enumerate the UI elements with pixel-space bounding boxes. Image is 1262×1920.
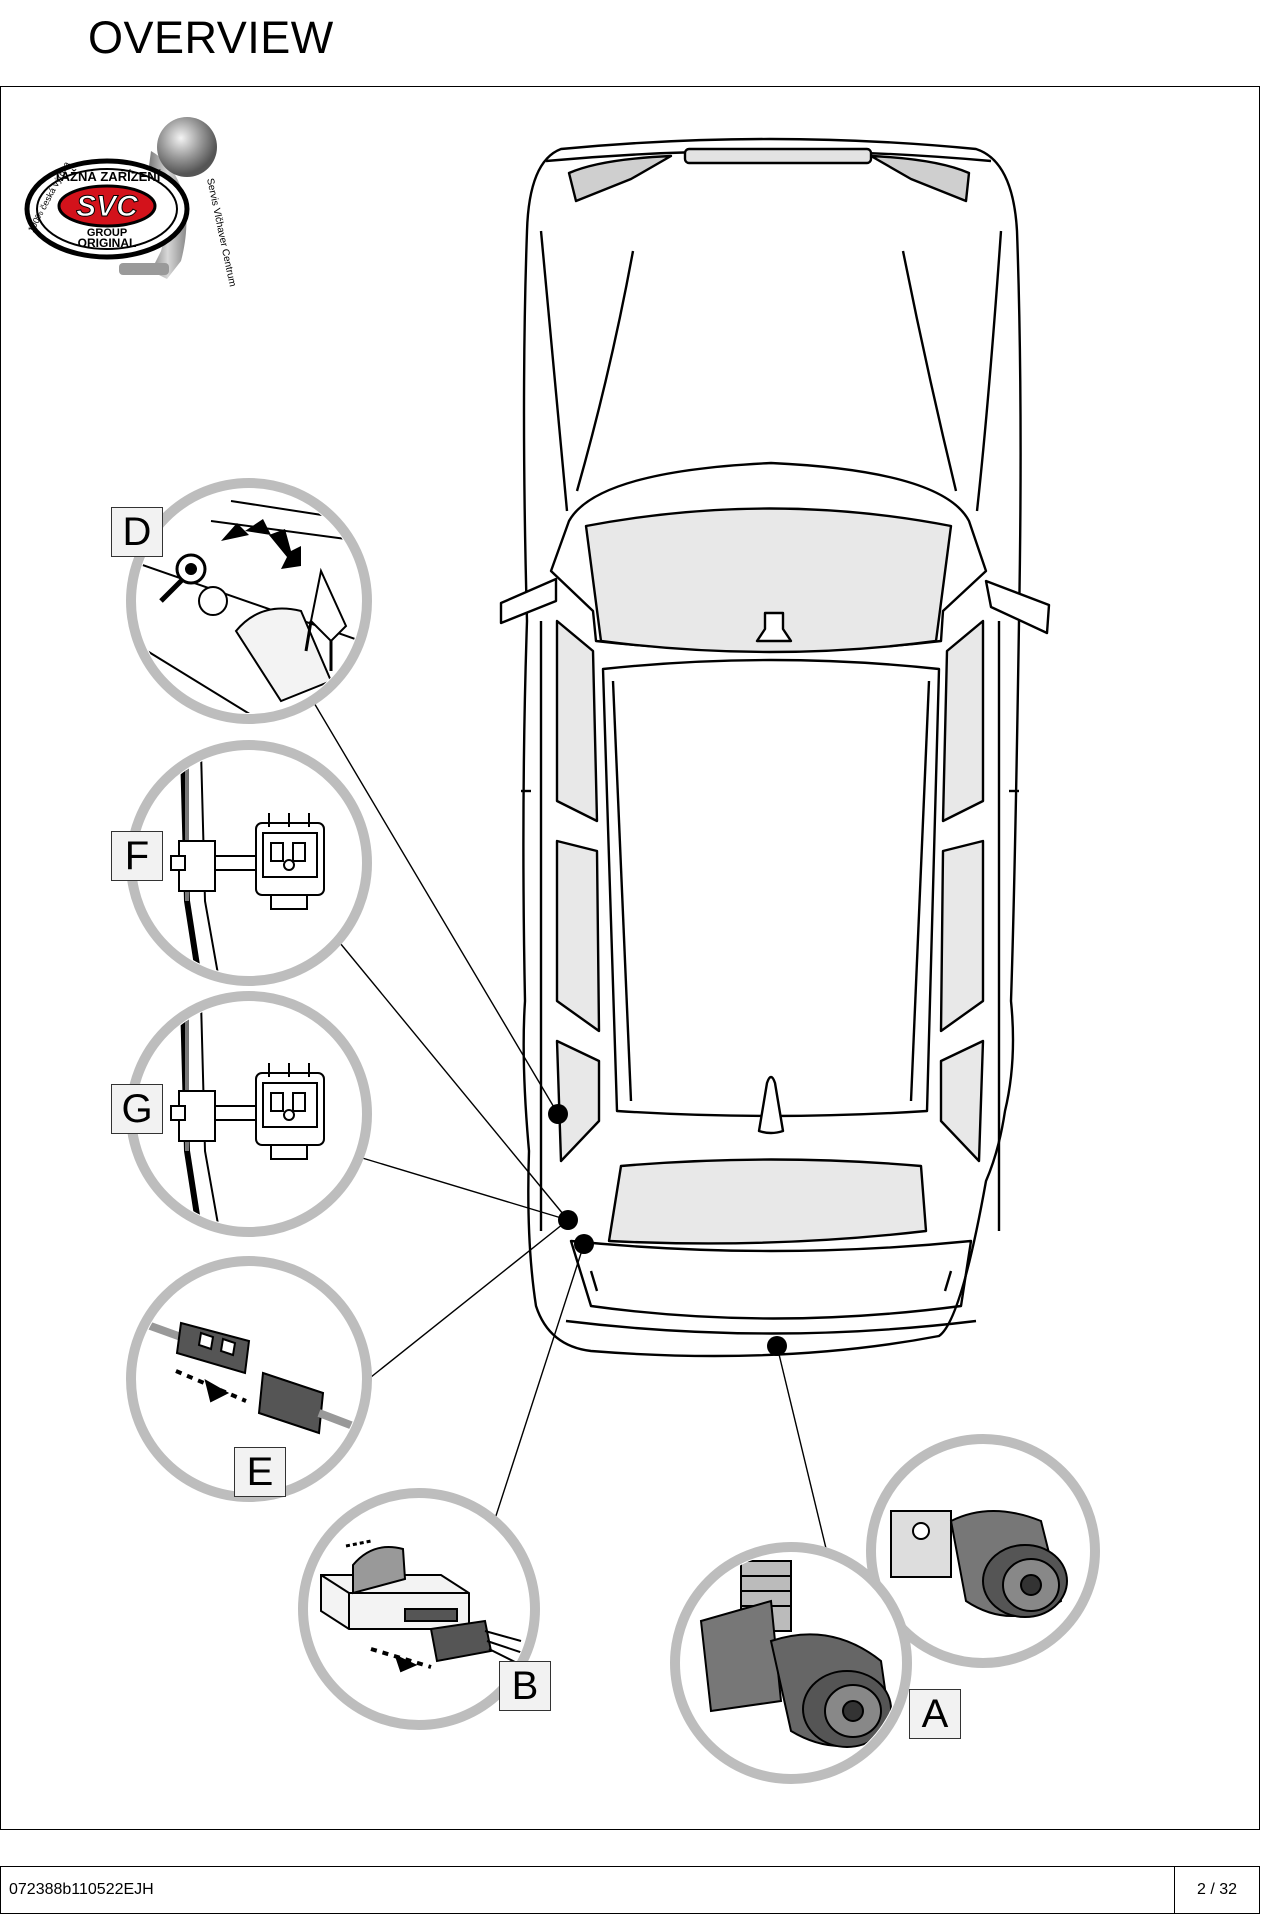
logo-original: ORIGINAL (78, 236, 137, 250)
label-F: F (111, 831, 163, 881)
page-title: OVERVIEW (88, 12, 334, 63)
logo-top-text: TAŽNÁ ZAŘÍZENÍ (54, 169, 161, 184)
detail-F-connector (126, 740, 372, 986)
leader-lines (306, 690, 832, 1570)
label-A: A (909, 1689, 961, 1739)
label-D: D (111, 507, 163, 557)
diagram-frame: SVC TAŽNÁ ZAŘÍZENÍ GROUP ORIGINAL 100% č… (0, 86, 1260, 1830)
overview-diagram: SVC TAŽNÁ ZAŘÍZENÍ GROUP ORIGINAL 100% č… (24, 117, 1100, 1784)
car-top-view (499, 137, 1051, 1358)
logo-group: GROUP (87, 227, 127, 239)
detail-E-plug (126, 1256, 372, 1502)
label-E: E (234, 1447, 286, 1497)
detail-D-ground (126, 478, 372, 724)
page-footer: 072388b110522EJH 2 / 32 (0, 1866, 1260, 1914)
svc-logo: SVC TAŽNÁ ZAŘÍZENÍ GROUP ORIGINAL 100% č… (24, 117, 238, 288)
logo-right-arc: Servis Vlčhaver Centrum (204, 177, 238, 287)
page-number: 2 / 32 (1196, 1881, 1238, 1898)
detail-B-module (298, 1488, 540, 1730)
detail-A-socket (670, 1434, 1100, 1784)
logo-brand: SVC (76, 190, 139, 223)
detail-G-connector (126, 991, 372, 1237)
label-G: G (111, 1084, 163, 1134)
document-code: 072388b110522EJH (1, 1867, 1175, 1913)
label-B: B (499, 1661, 551, 1711)
